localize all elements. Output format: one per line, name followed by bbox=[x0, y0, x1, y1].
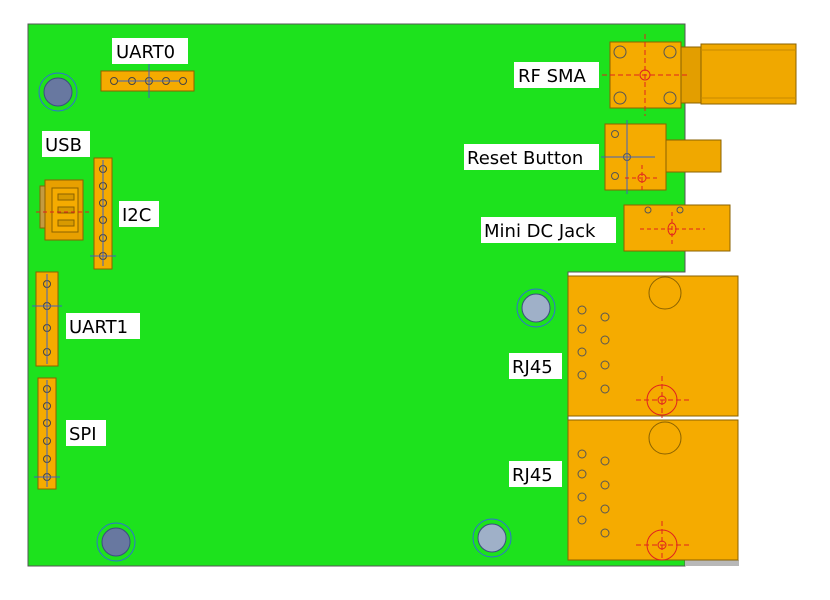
rj45-bottom-component bbox=[568, 420, 738, 560]
mounting-hole-bottom-right bbox=[473, 519, 511, 557]
label-mini-dc-jack-text: Mini DC Jack bbox=[484, 221, 596, 242]
label-rj45-bottom: RJ45 bbox=[509, 461, 562, 487]
reset-button-component bbox=[601, 120, 721, 194]
label-rj45-bottom-text: RJ45 bbox=[512, 465, 553, 486]
i2c-header bbox=[90, 158, 116, 269]
label-spi: SPI bbox=[66, 420, 106, 446]
label-i2c-text: I2C bbox=[122, 205, 151, 226]
label-usb-text: USB bbox=[45, 135, 82, 156]
rf-sma-connector bbox=[602, 34, 796, 116]
label-uart1: UART1 bbox=[66, 313, 140, 339]
uart1-header bbox=[32, 272, 62, 366]
label-rj45-top: RJ45 bbox=[509, 353, 562, 379]
label-i2c: I2C bbox=[119, 201, 159, 227]
label-reset-button-text: Reset Button bbox=[467, 148, 583, 169]
label-uart0-text: UART0 bbox=[116, 42, 175, 63]
label-rf-sma-text: RF SMA bbox=[518, 66, 587, 87]
board-edge-strip bbox=[685, 560, 739, 566]
label-usb: USB bbox=[42, 131, 90, 157]
label-uart1-text: UART1 bbox=[69, 317, 128, 338]
label-rf-sma: RF SMA bbox=[514, 62, 599, 88]
label-spi-text: SPI bbox=[69, 424, 97, 445]
label-rj45-top-text: RJ45 bbox=[512, 357, 553, 378]
mounting-hole-bottom-left bbox=[97, 523, 135, 561]
mounting-hole-top-left bbox=[39, 73, 77, 111]
mounting-hole-mid-right bbox=[517, 289, 555, 327]
label-uart0: UART0 bbox=[112, 38, 188, 64]
mini-dc-jack-component bbox=[624, 205, 730, 251]
spi-header bbox=[34, 378, 60, 489]
rj45-top-component bbox=[568, 276, 738, 418]
label-mini-dc-jack: Mini DC Jack bbox=[481, 217, 616, 243]
label-reset-button: Reset Button bbox=[464, 144, 599, 170]
